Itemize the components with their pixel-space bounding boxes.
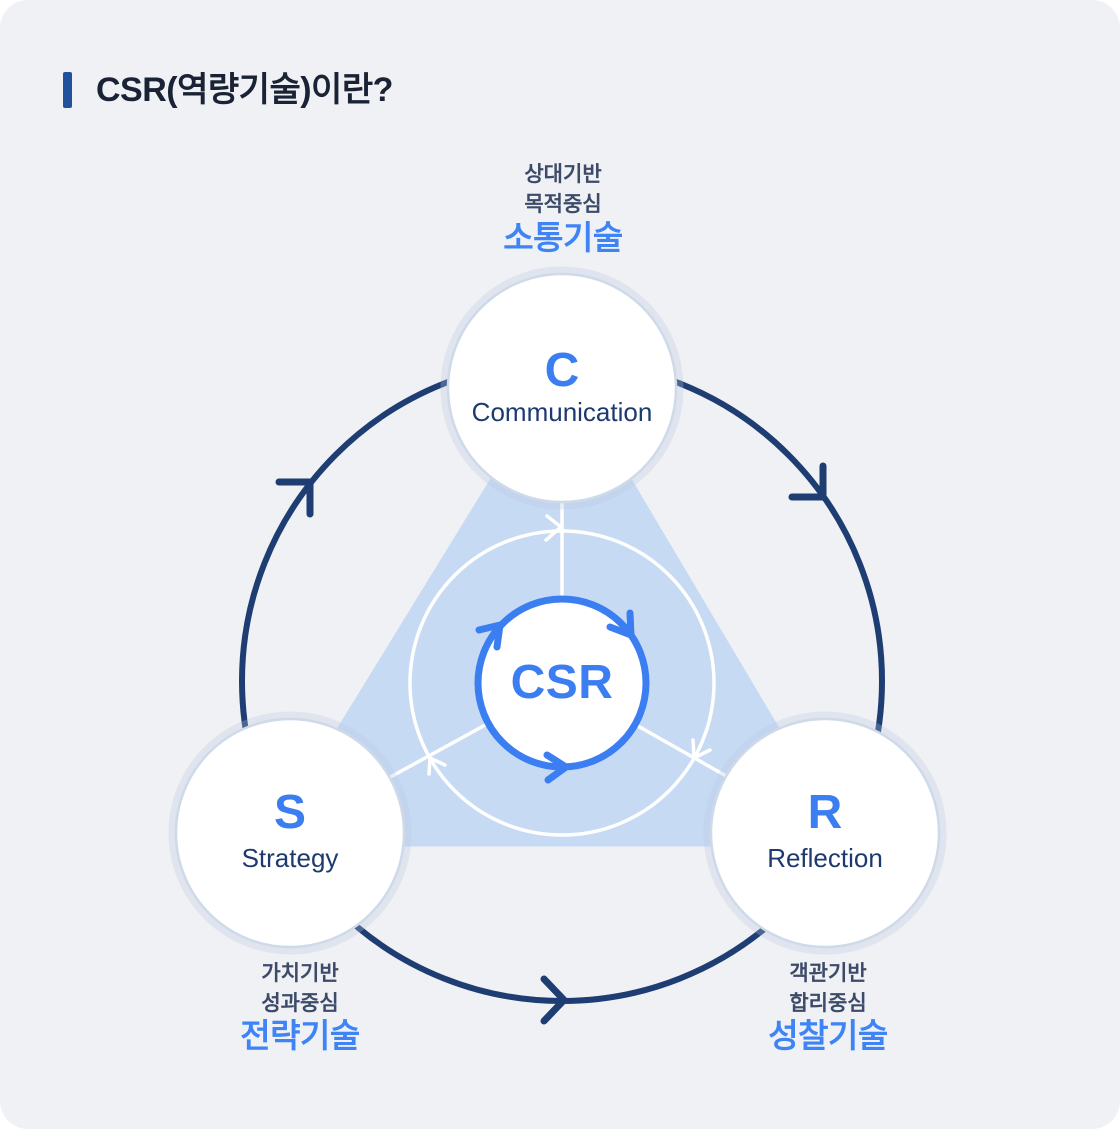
strategy-tags: 가치기반 성과중심 <box>261 959 338 1019</box>
strategy-letter: S <box>273 786 307 839</box>
reflection-skill-label: 성찰기술 <box>768 1017 888 1054</box>
node-circle-reflection <box>709 717 941 949</box>
reflection-name: Reflection <box>767 843 883 873</box>
strategy-skill-label: 전략기술 <box>240 1017 360 1054</box>
reflection-tag-line2: 합리중심 <box>789 992 867 1015</box>
strategy-name: Strategy <box>241 843 339 873</box>
strategy-tag-line2: 성과중심 <box>261 992 339 1015</box>
csr-center-label: CSR <box>510 656 614 709</box>
inner-cycle-arrow-right-icon <box>691 738 712 760</box>
node-halo-reflection <box>703 711 947 955</box>
communication-letter: C <box>544 344 580 397</box>
outer-cycle-arrow-top-left-icon <box>275 478 314 518</box>
outer-cycle-arrow-top-right-icon <box>788 462 827 501</box>
reflection-letter: R <box>807 786 843 839</box>
communication-tags: 상대기반 목적중심 <box>524 160 601 220</box>
node-circle-communication <box>446 272 678 504</box>
node-circle-strategy <box>174 717 406 949</box>
csr-arrow-top-left-icon <box>475 621 504 651</box>
csr-arrow-bottom-icon <box>543 751 570 784</box>
communication-skill-label: 소통기술 <box>503 219 623 256</box>
strategy-tag-line1: 가치기반 <box>261 962 339 985</box>
title-accent-bar <box>63 72 72 108</box>
inner-cycle-arrow-left-icon <box>427 756 447 776</box>
node-halo-communication <box>440 266 684 510</box>
communication-tag-line2: 목적중심 <box>524 193 602 216</box>
node-halo-strategy <box>168 711 412 955</box>
inner-cycle-arrow-top-icon <box>544 514 563 542</box>
reflection-tags: 객관기반 합리중심 <box>789 959 866 1019</box>
page-title: CSR(역량기술)이란? <box>96 71 393 109</box>
communication-tag-line1: 상대기반 <box>524 163 602 186</box>
csr-arrow-top-right-icon <box>606 609 635 639</box>
reflection-tag-line1: 객관기반 <box>789 962 867 985</box>
communication-name: Communication <box>471 397 653 427</box>
outer-cycle-arrow-bottom-icon <box>540 975 568 1025</box>
